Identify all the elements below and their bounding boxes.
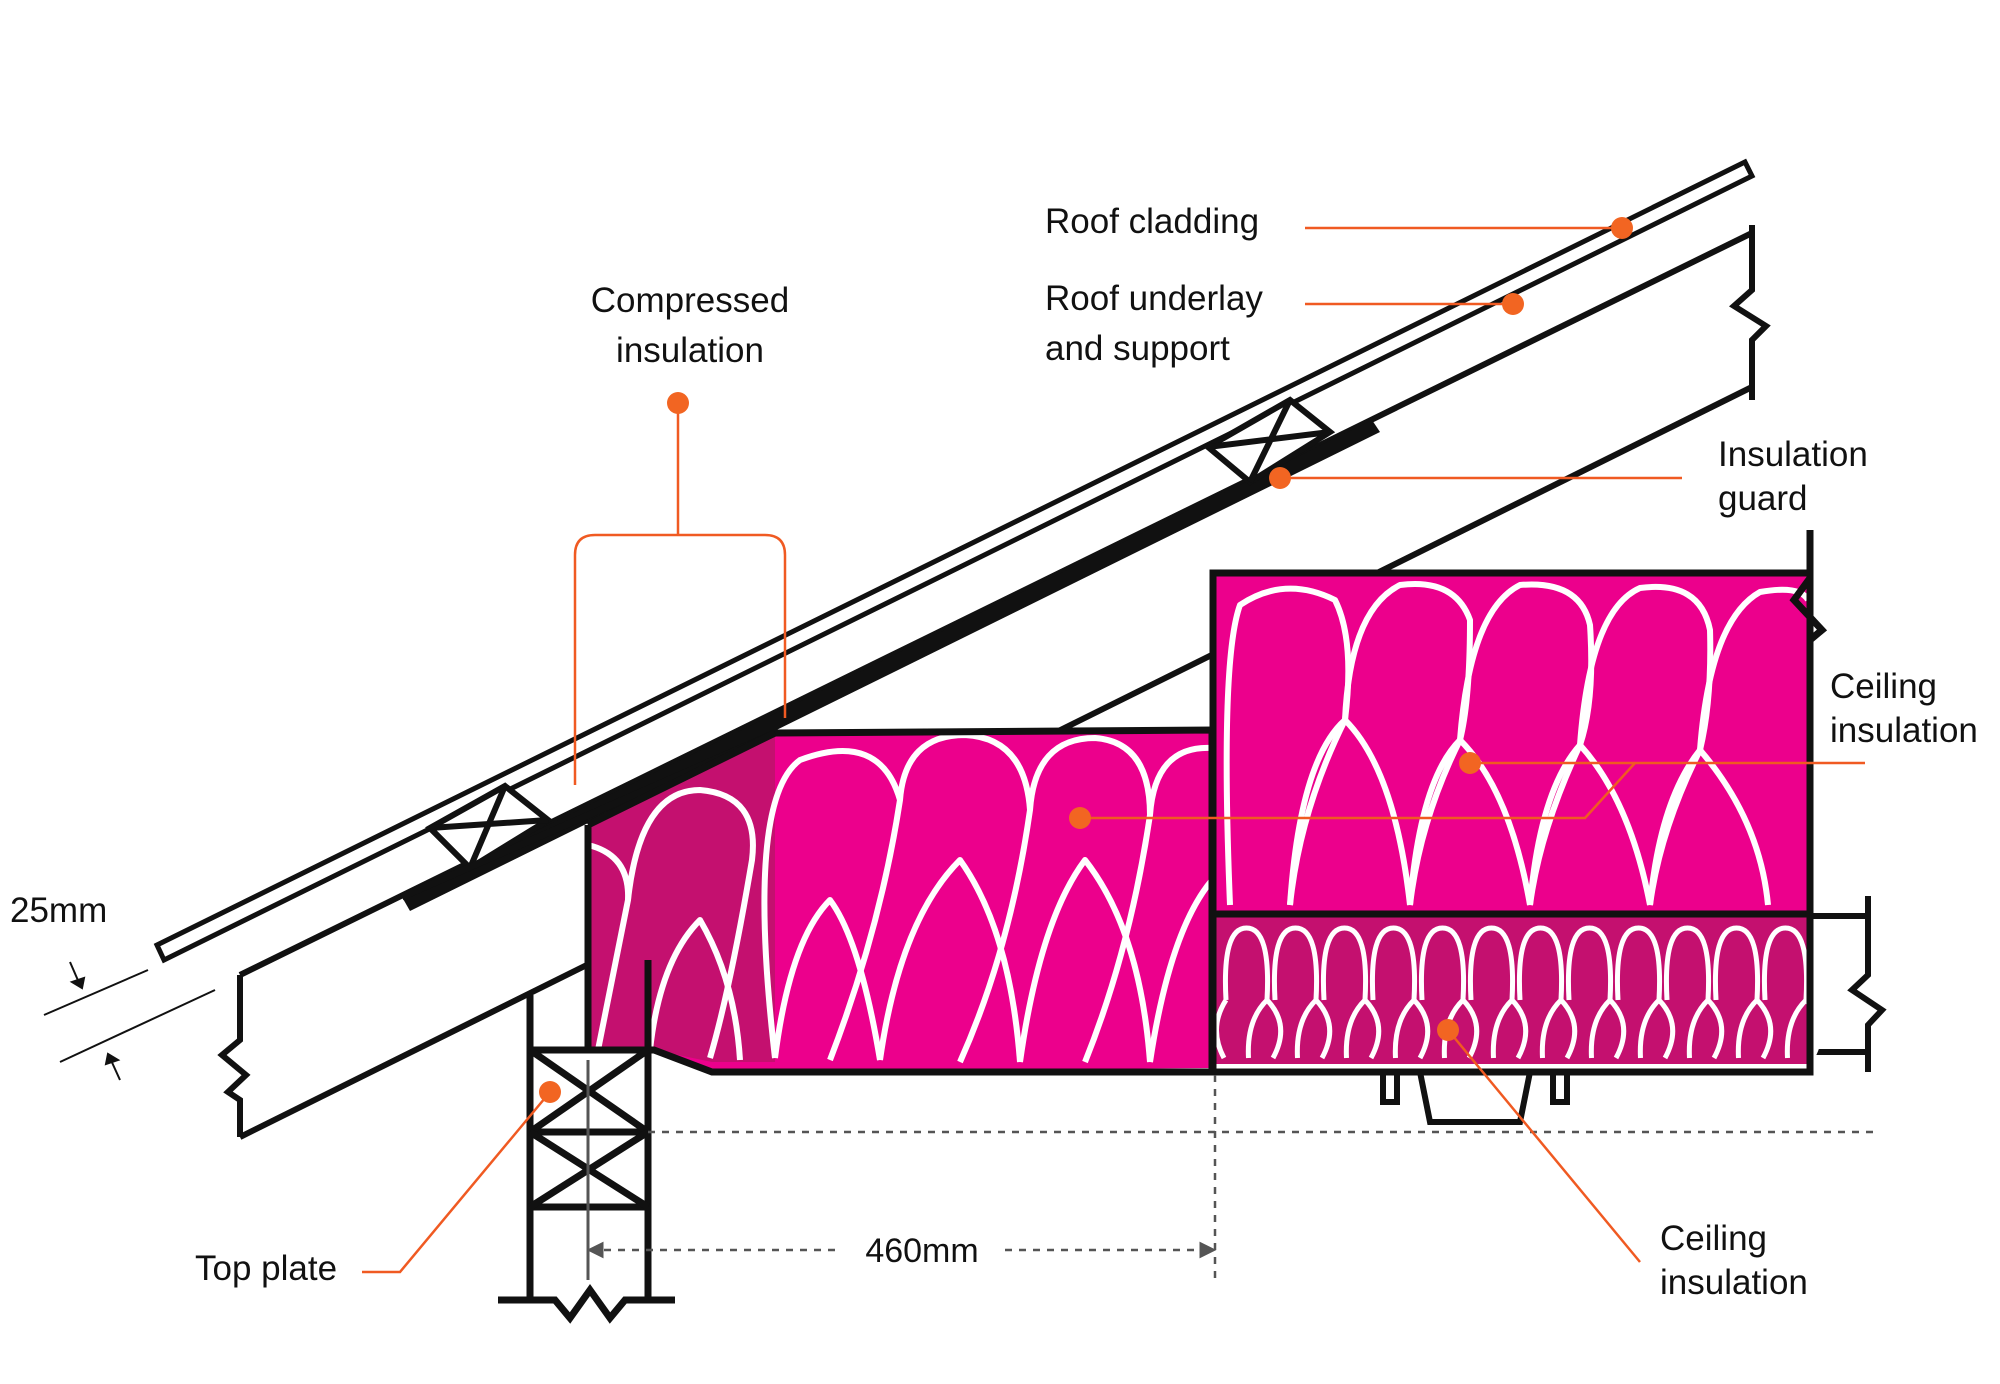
ceiling-insulation-lower-label-line2: insulation bbox=[1660, 1263, 1808, 1302]
compressed-insulation-label-line2: insulation bbox=[616, 331, 764, 370]
ceiling-insulation-upper-label-line1: Ceiling bbox=[1830, 667, 1937, 706]
batten-left bbox=[425, 782, 554, 872]
ceiling-insulation-left-dot bbox=[1069, 807, 1091, 829]
leader-dots bbox=[539, 217, 1633, 1103]
insulation-batt-lower-right bbox=[1213, 916, 1823, 1064]
dense-insulation-lobe bbox=[1222, 925, 1284, 1060]
labels: Roof cladding Roof underlay and support … bbox=[10, 202, 1978, 1302]
dense-insulation-lobe bbox=[1516, 925, 1578, 1060]
ceiling-insulation-lower-label-line1: Ceiling bbox=[1660, 1219, 1767, 1258]
leader-lines bbox=[362, 226, 1865, 1274]
dense-insulation-lobe-lower bbox=[1213, 998, 1229, 1060]
dense-insulation-lobe bbox=[1614, 925, 1676, 1060]
span-dimension-label: 460mm bbox=[865, 1232, 978, 1270]
insulation-batt-left bbox=[587, 730, 1215, 1072]
gap-dimension-label: 25mm bbox=[10, 891, 107, 930]
compressed-insulation-label-line1: Compressed bbox=[591, 281, 789, 320]
insulation-guard-label-line1: Insulation bbox=[1718, 435, 1868, 474]
batten-right bbox=[1202, 396, 1336, 486]
ceiling-battens bbox=[1380, 1069, 1570, 1125]
dense-insulation-lobe bbox=[1369, 925, 1431, 1060]
roof-cladding-label: Roof cladding bbox=[1045, 202, 1259, 241]
top-plate-dot bbox=[539, 1081, 561, 1103]
ceiling-insulation-lower-dot bbox=[1437, 1019, 1459, 1041]
insulation-guard-dot bbox=[1269, 467, 1291, 489]
roof-underlay-label-line2: and support bbox=[1045, 329, 1230, 368]
dense-insulation-lobe bbox=[1271, 925, 1333, 1060]
insulation-guard-label-line2: guard bbox=[1718, 479, 1808, 518]
top-plate-label: Top plate bbox=[195, 1249, 337, 1288]
ceiling-insulation-upper-dot bbox=[1459, 752, 1481, 774]
dense-insulation-lobe bbox=[1320, 925, 1382, 1060]
insulation-batt-upper-right bbox=[1215, 573, 1811, 913]
dense-insulation-lobe bbox=[1663, 925, 1725, 1060]
dimension-ends bbox=[586, 1060, 1217, 1280]
gap-marker bbox=[43, 961, 216, 1081]
ceiling-insulation-upper-label-line2: insulation bbox=[1830, 711, 1978, 750]
roof-underlay-label-line1: Roof underlay bbox=[1045, 279, 1263, 318]
roof-cladding-dot bbox=[1611, 217, 1633, 239]
compressed-insulation-dot bbox=[667, 392, 689, 414]
dense-insulation-lobe bbox=[1467, 925, 1529, 1060]
dimension-lines bbox=[590, 1075, 1880, 1282]
dense-insulation-lobe bbox=[1712, 925, 1774, 1060]
roof-underlay-dot bbox=[1502, 293, 1524, 315]
ceiling-joist bbox=[1808, 896, 1887, 1072]
roof-cladding bbox=[153, 158, 1756, 964]
dense-insulation-lobe bbox=[1565, 925, 1627, 1060]
